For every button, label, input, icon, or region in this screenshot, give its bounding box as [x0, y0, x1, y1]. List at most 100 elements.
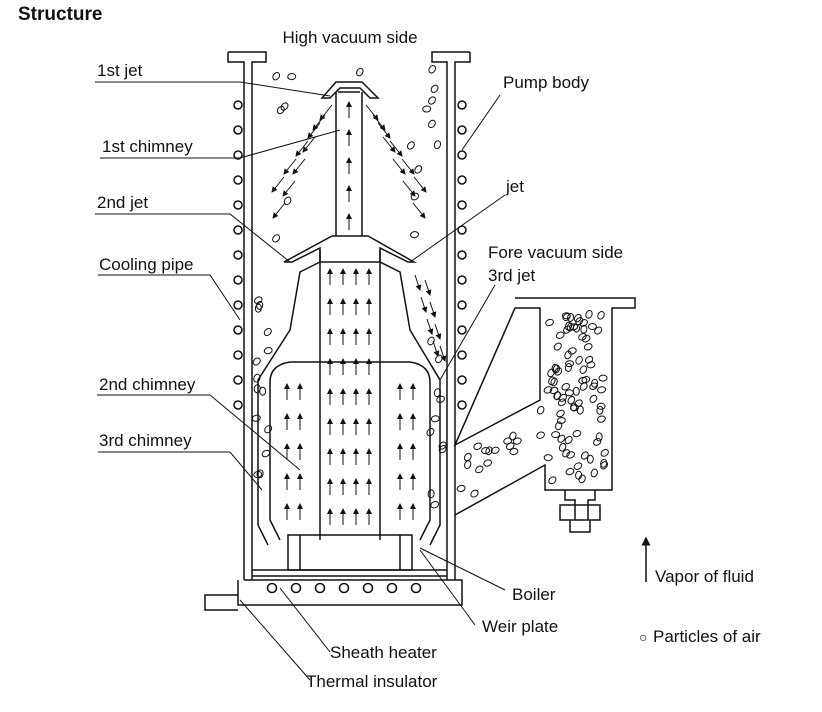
air-particle [575, 356, 583, 365]
label-weir-plate: Weir plate [482, 617, 558, 636]
air-particle [264, 425, 273, 434]
air-particle [509, 431, 517, 441]
vapor-arrow [365, 104, 379, 121]
air-particle [586, 361, 596, 369]
vapor-arrows [271, 101, 447, 525]
air-particle [555, 421, 563, 431]
cooling-pipe-coil [233, 225, 243, 235]
air-particle [566, 451, 575, 459]
label-high-vacuum-side: High vacuum side [282, 28, 417, 47]
label-third-jet: 3rd jet [488, 266, 536, 285]
vapor-arrow [282, 180, 296, 197]
air-particle [584, 355, 594, 364]
fore-vacuum-outlet [453, 297, 636, 533]
air-particle [473, 442, 483, 451]
vapor-arrow [429, 301, 437, 318]
air-particle [276, 105, 285, 115]
vapor-arrow [413, 176, 427, 193]
vapor-arrow [389, 140, 403, 157]
air-particles [251, 64, 609, 509]
air-particle [272, 72, 281, 81]
air-particle [254, 296, 263, 305]
legend-particles: Particles of air [653, 627, 761, 646]
air-particle [567, 395, 576, 405]
third-chimney [269, 361, 431, 541]
air-particle [422, 105, 432, 113]
air-particle [558, 393, 567, 402]
air-particle [410, 231, 419, 239]
air-particle [548, 376, 556, 386]
air-particle [252, 357, 261, 366]
heater-element [314, 582, 326, 594]
label-third-chimney: 3rd chimney [99, 431, 192, 450]
first-chimney [335, 91, 363, 236]
cooling-pipe-coil [233, 125, 243, 135]
legend-particles-marker: ○ [639, 629, 647, 645]
air-particle [512, 437, 522, 445]
cooling-pipe-coil [457, 150, 467, 160]
air-particle [556, 409, 565, 418]
air-particle [430, 84, 439, 93]
vapor-arrow [434, 323, 442, 340]
air-particle [263, 327, 272, 337]
air-particle [483, 459, 493, 467]
cooling-pipe-coil [233, 375, 243, 385]
air-particle [430, 415, 440, 423]
heater-element [386, 582, 398, 594]
air-particle [470, 489, 479, 498]
boiler [287, 534, 413, 571]
air-particle [570, 402, 578, 412]
air-particle [562, 449, 571, 458]
air-particle [594, 326, 603, 335]
air-particle [587, 322, 597, 331]
air-particle [600, 449, 609, 457]
diagram-title: Structure [18, 4, 103, 25]
vapor-arrow [382, 136, 396, 153]
air-particle [565, 360, 574, 368]
vapor-arrow [271, 176, 285, 193]
vapor-arrow [377, 122, 391, 139]
air-particle [564, 363, 573, 372]
air-particle [565, 467, 575, 476]
air-particle [475, 465, 484, 474]
third-jet [257, 261, 441, 546]
air-particle [414, 165, 423, 174]
vapor-arrow [420, 296, 428, 313]
vapor-arrow [312, 114, 326, 131]
label-fore-vacuum-side: Fore vacuum side [488, 243, 623, 262]
label-cooling-pipe: Cooling pipe [99, 255, 194, 274]
air-particle [572, 429, 582, 438]
air-particle [564, 321, 573, 331]
legend-vapor: Vapor of fluid [655, 567, 754, 586]
vapor-arrow [426, 318, 434, 335]
air-particle [554, 367, 563, 376]
air-particle [589, 394, 598, 404]
cooling-pipe-coil [457, 175, 467, 185]
air-particle [536, 431, 545, 439]
air-particle [436, 395, 445, 403]
vapor-arrow [401, 158, 415, 175]
cooling-pipe-coil [457, 100, 467, 110]
air-particle [254, 303, 262, 313]
vapor-arrow [392, 158, 406, 175]
air-particle [552, 364, 561, 374]
air-particle [596, 405, 604, 415]
label-sheath-heater: Sheath heater [330, 643, 437, 662]
first-jet [320, 81, 380, 99]
air-particle [575, 470, 583, 480]
vapor-arrow [295, 140, 309, 157]
air-particle [583, 343, 593, 351]
vapor-arrow [402, 180, 416, 197]
air-particle [551, 431, 561, 439]
air-particle [438, 444, 447, 454]
air-particle [573, 462, 583, 470]
cooling-pipe-coil [457, 400, 467, 410]
vapor-arrow [307, 122, 321, 139]
label-first-jet: 1st jet [97, 61, 143, 80]
vapor-arrow [283, 158, 297, 175]
air-particle [428, 96, 436, 105]
air-particle [426, 427, 435, 437]
label-jet: jet [505, 177, 524, 196]
label-second-jet: 2nd jet [97, 193, 148, 212]
